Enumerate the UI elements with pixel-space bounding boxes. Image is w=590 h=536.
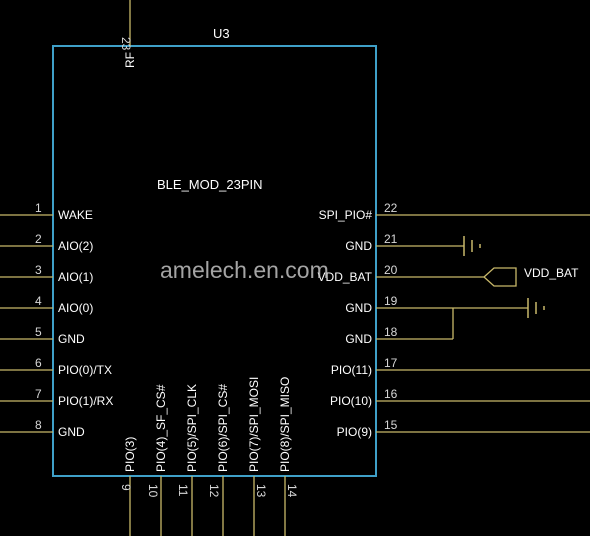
right-pin-name: VDD_BAT <box>318 270 373 284</box>
right-pin-number: 15 <box>384 418 398 432</box>
left-pin-name: WAKE <box>58 208 93 222</box>
ground-symbol-icon <box>527 298 545 318</box>
left-pin-5[interactable]: 5 GND <box>0 325 85 346</box>
right-pin-number: 18 <box>384 325 398 339</box>
net-port-label: VDD_BAT <box>524 266 579 280</box>
right-pin-number: 20 <box>384 263 398 277</box>
component-body[interactable] <box>52 45 377 477</box>
bottom-pin-name: PIO(7)/SPI_MOSI <box>247 377 261 472</box>
bottom-pins: PIO(3) 9 PIO(4)_SF_CS# 10 PIO(5)/SPI_CLK… <box>119 377 299 536</box>
watermark: amelech.en.com <box>160 257 329 283</box>
left-pin-number: 6 <box>35 356 42 370</box>
left-pins: 1 WAKE 2 AIO(2) 3 AIO(1) 4 AIO(0) 5 GND … <box>0 201 113 439</box>
left-pin-number: 1 <box>35 201 42 215</box>
right-pin-number: 19 <box>384 294 398 308</box>
left-pin-number: 5 <box>35 325 42 339</box>
bottom-pin-10[interactable]: PIO(4)_SF_CS# 10 <box>146 384 168 536</box>
left-pin-2[interactable]: 2 AIO(2) <box>0 232 93 253</box>
bottom-pin-13[interactable]: PIO(7)/SPI_MOSI 13 <box>247 377 268 536</box>
left-pin-name: PIO(0)/TX <box>58 363 112 377</box>
bottom-pin-name: PIO(4)_SF_CS# <box>154 384 168 472</box>
left-pin-4[interactable]: 4 AIO(0) <box>0 294 93 315</box>
right-pin-16[interactable]: 16 PIO(10) <box>330 387 590 408</box>
right-pin-15[interactable]: 15 PIO(9) <box>337 418 590 439</box>
ground-symbol-icon <box>463 236 481 256</box>
bottom-pin-14[interactable]: PIO(8)/SPI_MISO 14 <box>278 377 299 536</box>
left-pin-7[interactable]: 7 PIO(1)/RX <box>0 387 113 408</box>
bottom-pin-number: 10 <box>146 484 160 498</box>
left-pin-number: 7 <box>35 387 42 401</box>
net-port-arrow-icon <box>483 267 517 287</box>
left-pin-name: AIO(0) <box>58 301 93 315</box>
bottom-pin-number: 9 <box>119 484 133 491</box>
right-pin-name: PIO(9) <box>337 425 372 439</box>
left-pin-name: PIO(1)/RX <box>58 394 113 408</box>
right-pin-number: 21 <box>384 232 398 246</box>
top-pin-number: 23 <box>119 37 133 51</box>
component-part-name: BLE_MOD_23PIN <box>157 177 263 192</box>
left-pin-number: 3 <box>35 263 42 277</box>
right-pins: 22 SPI_PIO# 21 GND 20 VDD_BAT 19 GND 18 … <box>318 201 590 439</box>
right-pin-number: 16 <box>384 387 398 401</box>
right-pin-number: 17 <box>384 356 398 370</box>
right-pin-20[interactable]: 20 VDD_BAT <box>318 263 484 284</box>
bottom-pin-name: PIO(3) <box>123 437 137 472</box>
left-pin-name: AIO(1) <box>58 270 93 284</box>
left-pin-name: GND <box>58 332 85 346</box>
bottom-pin-9[interactable]: PIO(3) 9 <box>119 437 137 536</box>
bottom-pin-number: 14 <box>285 484 299 498</box>
right-pin-name: GND <box>345 332 372 346</box>
bottom-pin-name: PIO(6)/SPI_CS# <box>216 384 230 472</box>
right-pin-21[interactable]: 21 GND <box>345 232 464 253</box>
left-pin-number: 4 <box>35 294 42 308</box>
right-pin-19[interactable]: 19 GND <box>345 294 528 315</box>
bottom-pin-number: 13 <box>254 484 268 498</box>
right-pin-name: GND <box>345 239 372 253</box>
right-pin-18[interactable]: 18 GND <box>345 325 453 346</box>
net-port-vdd-bat[interactable]: VDD_BAT <box>483 266 579 287</box>
right-pin-name: GND <box>345 301 372 315</box>
bottom-pin-name: PIO(5)/SPI_CLK <box>185 384 199 472</box>
left-pin-3[interactable]: 3 AIO(1) <box>0 263 93 284</box>
bottom-pin-number: 11 <box>176 484 190 497</box>
bottom-pin-number: 12 <box>207 484 221 498</box>
right-pin-name: PIO(10) <box>330 394 372 408</box>
left-pin-number: 8 <box>35 418 42 432</box>
left-pin-1[interactable]: 1 WAKE <box>0 201 93 222</box>
left-pin-name: GND <box>58 425 85 439</box>
top-pin-group: 23 RF <box>119 0 137 68</box>
bottom-pin-name: PIO(8)/SPI_MISO <box>278 377 292 472</box>
top-pin-name: RF <box>123 52 137 68</box>
component-designator: U3 <box>213 26 230 41</box>
right-pin-name: PIO(11) <box>331 363 372 377</box>
bottom-pin-11[interactable]: PIO(5)/SPI_CLK 11 <box>176 384 199 536</box>
right-pin-17[interactable]: 17 PIO(11) <box>331 356 590 377</box>
left-pin-6[interactable]: 6 PIO(0)/TX <box>0 356 112 377</box>
left-pin-number: 2 <box>35 232 42 246</box>
bottom-pin-12[interactable]: PIO(6)/SPI_CS# 12 <box>207 384 230 536</box>
left-pin-name: AIO(2) <box>58 239 93 253</box>
left-pin-8[interactable]: 8 GND <box>0 418 85 439</box>
right-pin-22[interactable]: 22 SPI_PIO# <box>319 201 590 222</box>
right-pin-name: SPI_PIO# <box>319 208 373 222</box>
right-pin-number: 22 <box>384 201 398 215</box>
